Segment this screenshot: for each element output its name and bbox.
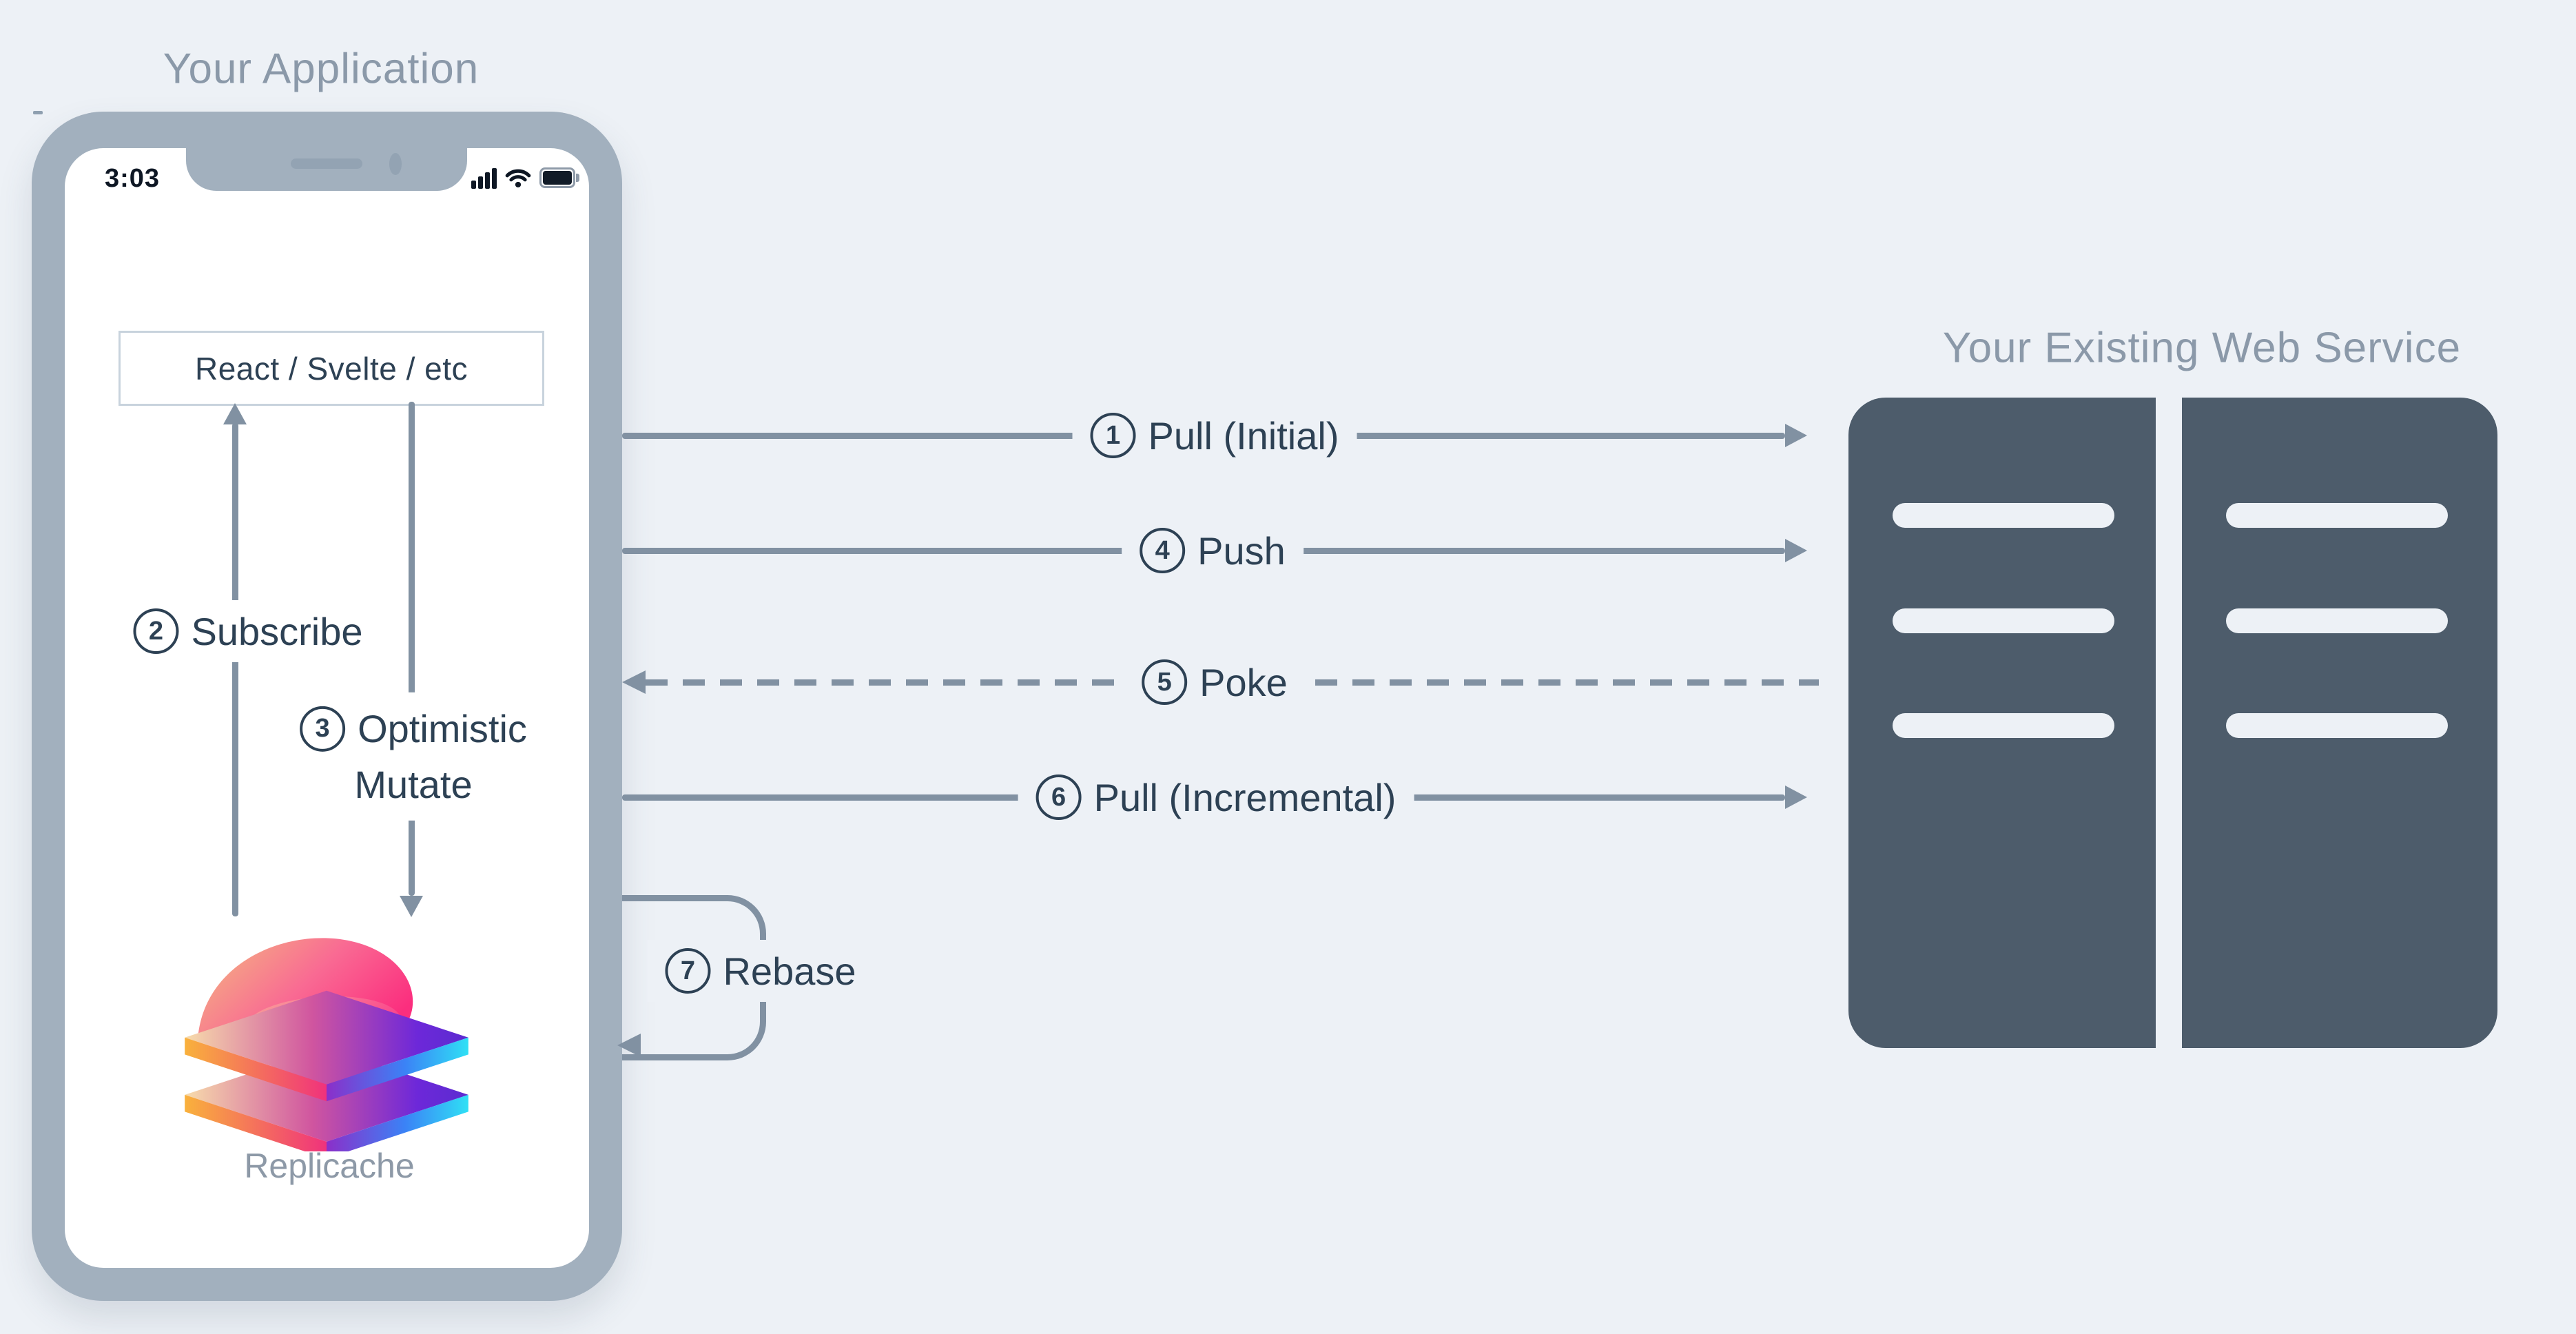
- subscribe-arrowhead: [223, 403, 247, 424]
- pull-initial-arrowhead: [1785, 424, 1807, 447]
- subscribe-label: 2 Subscribe: [115, 600, 381, 662]
- phone-notch: [186, 148, 467, 191]
- pull-initial-text: Pull (Initial): [1148, 413, 1339, 458]
- pull-initial-number: 1: [1090, 413, 1136, 458]
- server-slot: [2226, 503, 2448, 528]
- pull-incremental-arrowhead: [1785, 786, 1807, 809]
- framework-box: React / Svelte / etc: [119, 331, 544, 406]
- status-icons: [471, 164, 579, 192]
- pull-incremental-label: 6 Pull (Incremental): [1018, 766, 1414, 828]
- speaker-slot: [291, 158, 362, 169]
- pull-incremental-text: Pull (Incremental): [1093, 775, 1397, 819]
- rebase-label: 7 Rebase: [647, 940, 874, 1002]
- poke-number: 5: [1142, 659, 1188, 705]
- signal-icon: [471, 167, 497, 189]
- rebase-text: Rebase: [723, 949, 856, 993]
- subscribe-text: Subscribe: [191, 609, 363, 653]
- framework-box-label: React / Svelte / etc: [194, 350, 468, 387]
- server-slot: [2226, 608, 2448, 633]
- status-time: 3:03: [105, 164, 161, 193]
- stray-mark: [33, 111, 43, 114]
- subscribe-line: [232, 423, 238, 916]
- optimistic-mutate-text-line1: Optimistic: [358, 706, 527, 750]
- replicache-label: Replicache: [244, 1147, 415, 1185]
- push-arrowhead: [1785, 539, 1807, 562]
- optimistic-mutate-label: 3 Optimistic Mutate: [282, 692, 545, 821]
- subscribe-number: 2: [133, 608, 179, 654]
- server-slot: [2226, 713, 2448, 738]
- server-slot: [1893, 503, 2114, 528]
- camera-dot: [389, 153, 402, 175]
- mutate-line: [409, 402, 415, 896]
- push-label: 4 Push: [1122, 520, 1304, 582]
- rebase-number: 7: [665, 948, 711, 994]
- rebase-arrowhead: [617, 1034, 641, 1057]
- application-title: Your Application: [163, 45, 480, 93]
- poke-arrowhead: [622, 670, 646, 694]
- poke-label: 5 Poke: [1124, 651, 1306, 713]
- pull-initial-label: 1 Pull (Initial): [1072, 404, 1357, 466]
- pull-incremental-number: 6: [1035, 774, 1082, 820]
- server-slot: [1893, 608, 2114, 633]
- replicache-logo: [185, 930, 468, 1159]
- web-service-title: Your Existing Web Service: [1942, 324, 2462, 372]
- battery-icon: [539, 167, 579, 188]
- wifi-icon: [505, 167, 531, 188]
- server-rack-left: [1848, 398, 2156, 1048]
- push-number: 4: [1140, 528, 1186, 573]
- poke-text: Poke: [1199, 660, 1288, 704]
- push-text: Push: [1197, 529, 1286, 573]
- server-slot: [1893, 713, 2114, 738]
- server-rack-right: [2182, 398, 2497, 1048]
- optimistic-mutate-text-line2: Mutate: [354, 763, 473, 806]
- optimistic-mutate-number: 3: [300, 706, 346, 752]
- mutate-arrowhead: [400, 896, 423, 917]
